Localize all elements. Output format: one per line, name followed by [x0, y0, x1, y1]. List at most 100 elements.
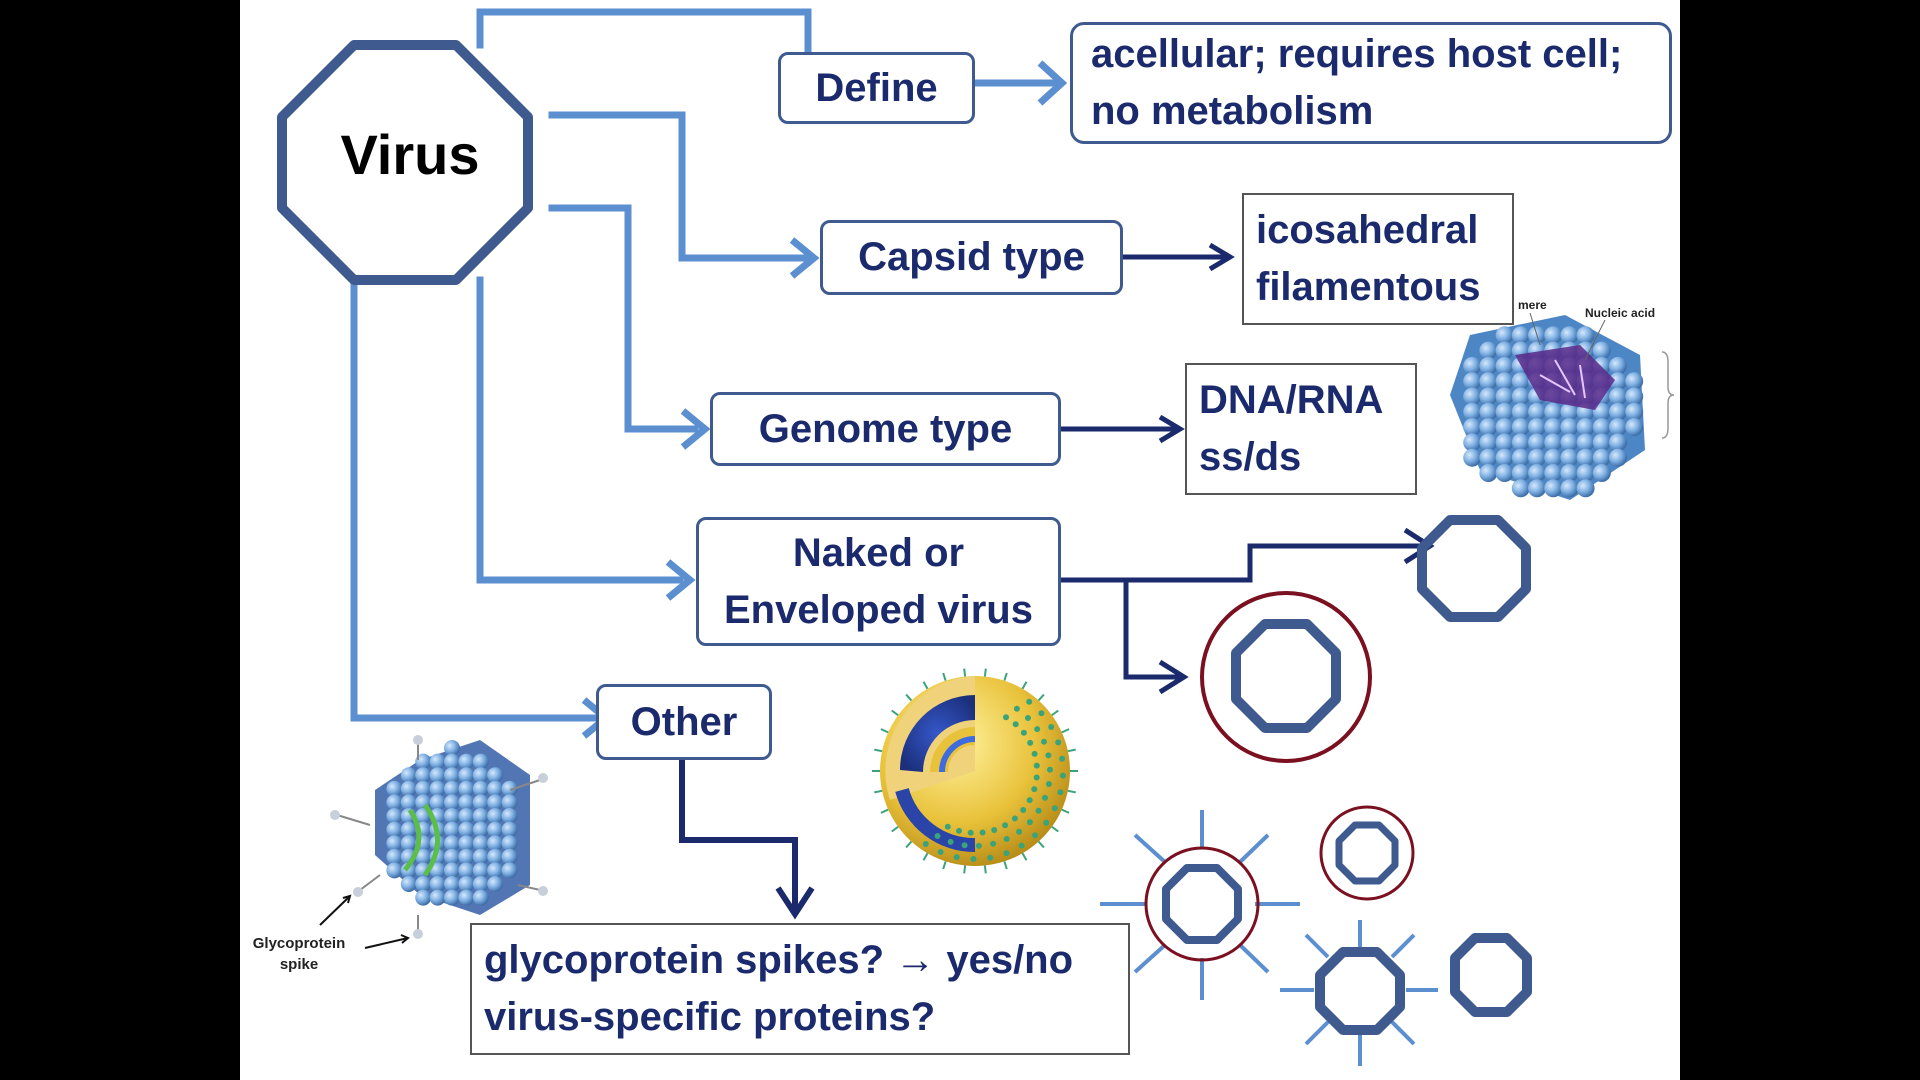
- capsomere-sphere: [415, 767, 432, 784]
- other-label: Other: [630, 699, 738, 744]
- envelope-spike: [963, 865, 967, 874]
- glycoprotein-spike: [1026, 819, 1033, 826]
- define-box: Define: [778, 52, 975, 124]
- capsomere-sphere: [472, 889, 489, 906]
- glycoprotein-spike: [1032, 832, 1038, 839]
- capsomere-sphere: [1560, 418, 1579, 437]
- capsomere-sphere: [1511, 464, 1530, 482]
- other-box: Other: [596, 684, 772, 760]
- capsomere-sphere: [444, 889, 460, 906]
- other-detail-line1: glycoprotein spikes? → yes/no: [484, 938, 1074, 982]
- capsomere-sphere: [501, 808, 518, 824]
- enveloped-virus-illustration: [872, 668, 1078, 874]
- glycoprotein-spike: [1033, 774, 1040, 781]
- capsomere-sphere: [1625, 372, 1644, 391]
- capsomere-sphere: [501, 821, 518, 838]
- capsomere-sphere: [429, 767, 446, 784]
- glycoprotein-spike: [1031, 750, 1038, 757]
- capsomere-sphere: [1576, 433, 1595, 452]
- capsomere-sphere: [1560, 479, 1579, 498]
- spiked-capsid-icon: [1280, 920, 1438, 1066]
- capsomere-sphere: [472, 767, 489, 784]
- capsomere-sphere: [1511, 418, 1530, 437]
- genome-box: Genome type: [710, 392, 1061, 466]
- envelope-box: Naked or Enveloped virus: [696, 517, 1061, 646]
- capsomere-sphere: [1479, 387, 1498, 406]
- capsomere-sphere: [1528, 464, 1546, 482]
- capsomere-sphere: [1495, 326, 1514, 345]
- glycoprotein-spike: [970, 856, 977, 862]
- glycoprotein-spike: [961, 842, 968, 849]
- envelope-spike: [1061, 808, 1070, 814]
- glycoprotein-label: Glycoprotein spike: [244, 933, 354, 975]
- glycoprotein-label-line2: spike: [279, 956, 319, 973]
- capsomere-sphere: [1511, 387, 1530, 406]
- capsomere-sphere: [1576, 326, 1595, 345]
- capsomere-sphere: [487, 821, 504, 838]
- capsomere-sphere: [501, 835, 518, 852]
- define-detail-line1: acellular; requires host cell;: [1091, 32, 1623, 76]
- capsomere-sphere: [429, 876, 446, 892]
- capsomere-sphere: [501, 780, 518, 797]
- capsomere-sphere: [1463, 402, 1482, 421]
- capsomere-sphere: [458, 808, 475, 824]
- capsomere-label: mere: [1518, 298, 1547, 312]
- small-enveloped-capsid-icon: [1319, 805, 1415, 901]
- capsomere-sphere: [386, 862, 403, 879]
- capsomere-sphere: [1544, 433, 1563, 452]
- glycoprotein-spike: [1012, 721, 1019, 728]
- capsomere-sphere: [472, 808, 489, 824]
- capsomere-sphere: [1528, 418, 1546, 437]
- capsomere-sphere: [1528, 402, 1546, 421]
- capsomere-sphere: [472, 862, 489, 879]
- capsomere-sphere: [429, 889, 446, 906]
- capsomere-sphere: [1479, 418, 1498, 437]
- capsomere-sphere: [1609, 402, 1627, 421]
- capsomere-sphere: [1528, 433, 1546, 452]
- envelope-spike: [1067, 789, 1076, 794]
- capsomere-sphere: [1495, 464, 1514, 482]
- glycoprotein-spike: [1011, 815, 1018, 822]
- glycoprotein-spike: [1033, 762, 1040, 769]
- glycoprotein-spike: [990, 840, 997, 847]
- capsomere-sphere: [386, 780, 403, 797]
- glycoprotein-spike: [1031, 786, 1038, 793]
- glycoprotein-spike: [1026, 797, 1033, 804]
- capsomere-sphere: [386, 821, 403, 838]
- envelope-spike: [1037, 693, 1045, 702]
- capsomere-sphere: [400, 794, 417, 811]
- define-detail-box: acellular; requires host cell; no metabo…: [1070, 22, 1672, 144]
- capsid-detail-line2: filamentous: [1256, 265, 1481, 309]
- capsomere-sphere: [1528, 479, 1546, 498]
- glycoprotein-spike: [1048, 724, 1055, 730]
- envelope-spike: [874, 748, 883, 753]
- capsomere-sphere: [444, 767, 460, 784]
- capsomere-sphere: [1544, 479, 1563, 498]
- glycoprotein-spike: [1045, 781, 1052, 787]
- genome-detail-line2: ss/ds: [1199, 435, 1302, 479]
- capsomere-sphere: [1528, 448, 1546, 467]
- envelope-spike: [1051, 709, 1059, 717]
- capsomere-sphere: [400, 835, 417, 852]
- genome-label: Genome type: [758, 406, 1013, 451]
- capsomere-sphere: [386, 808, 403, 824]
- capsomere-sphere: [1495, 402, 1514, 421]
- capsomere-sphere: [444, 740, 460, 756]
- envelope-spike: [942, 861, 947, 870]
- envelope-spike: [880, 728, 889, 734]
- glycoprotein-spike: [922, 841, 929, 847]
- capsomere-sphere: [1479, 402, 1498, 421]
- envelope-spike: [1051, 825, 1059, 833]
- capsid-detail-box: icosahedral filamentous: [1242, 193, 1514, 325]
- capsomere-sphere: [415, 753, 432, 770]
- glycoprotein-spike: [1020, 807, 1027, 813]
- icosahedral-capsid-illustration: [1450, 312, 1675, 500]
- envelope-label-line2: Enveloped virus: [724, 587, 1033, 632]
- glycoprotein-spike: [987, 854, 994, 861]
- glycoprotein-spike: [1045, 752, 1052, 759]
- capsomere-sphere: [1592, 402, 1611, 421]
- glycoprotein-spike: [1038, 710, 1045, 717]
- glycoprotein-spike: [1027, 739, 1034, 746]
- glycoprotein-spike: [1041, 738, 1047, 745]
- capsomere-sphere: [1560, 448, 1579, 467]
